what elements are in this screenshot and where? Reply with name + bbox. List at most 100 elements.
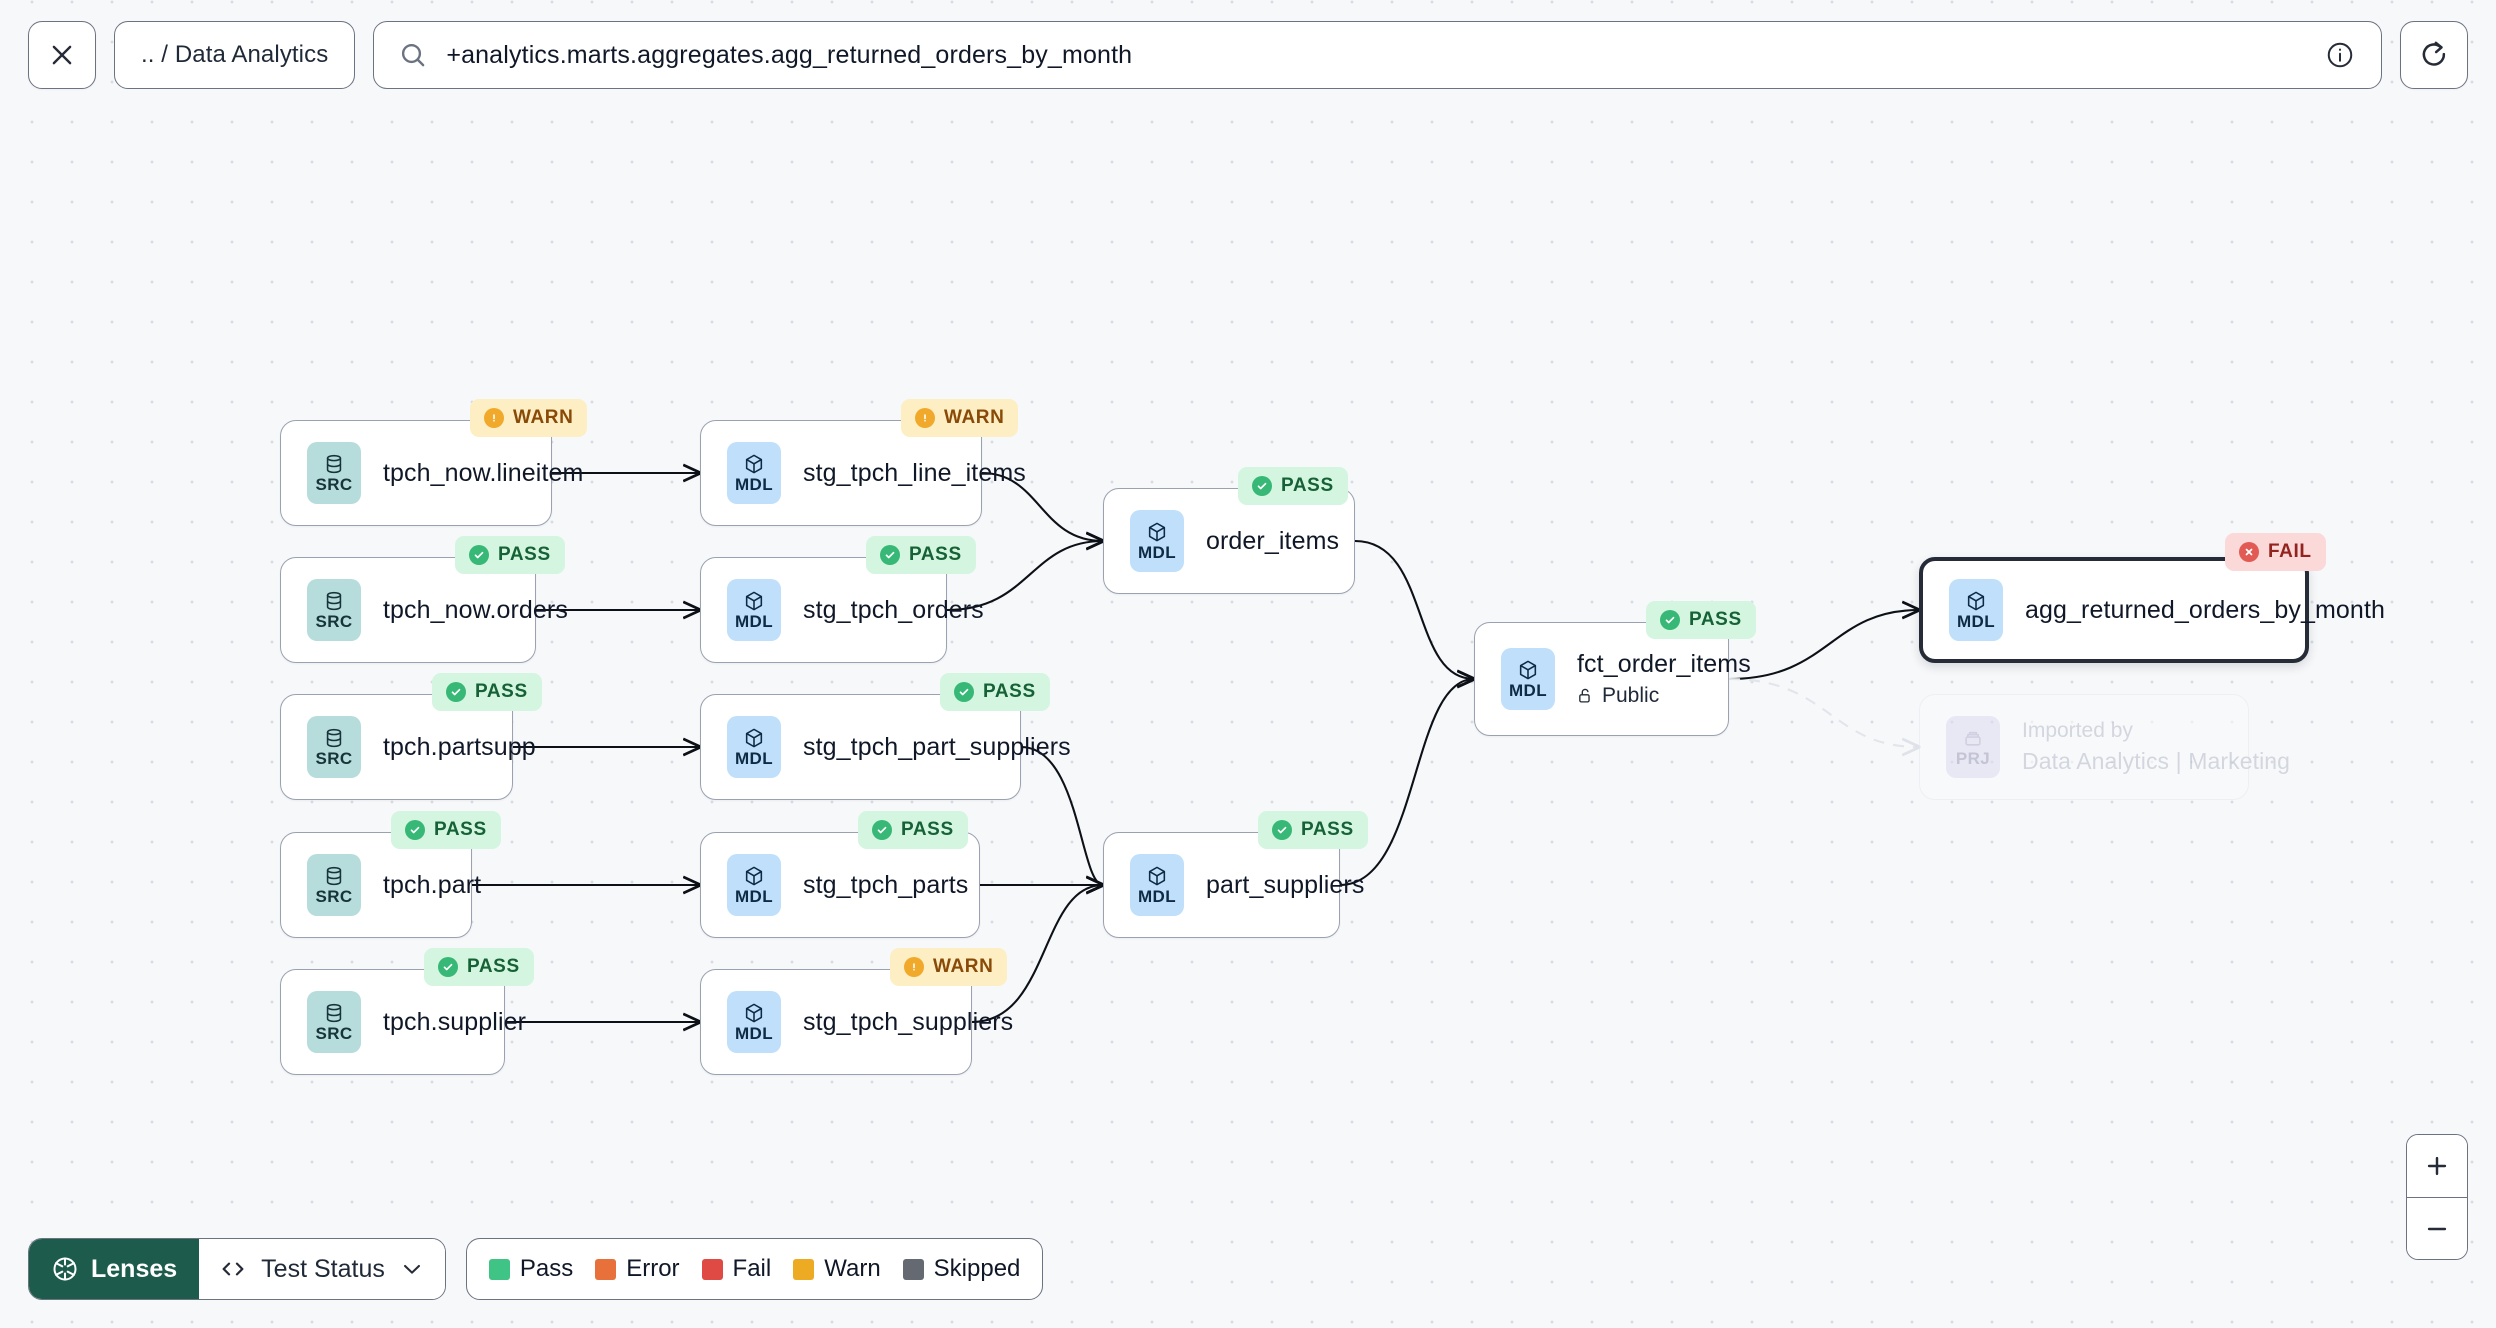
warn-icon (915, 408, 935, 428)
check-icon (880, 545, 900, 565)
chip-label: MDL (734, 1024, 774, 1043)
graph-node[interactable]: SRC tpch_now.lineitem (280, 420, 583, 526)
node-text: tpch.supplier (383, 1008, 526, 1037)
chip-label: MDL (1508, 681, 1548, 700)
node-text: tpch.partsupp (383, 733, 536, 762)
status-badge-pass[interactable]: PASS (1238, 467, 1348, 505)
node-type-chip-mdl: MDL (727, 991, 781, 1053)
node-type-chip-src: SRC (307, 579, 361, 641)
graph-node[interactable]: SRC tpch.partsupp (280, 694, 536, 800)
status-badge-pass[interactable]: PASS (858, 811, 968, 849)
database-icon (326, 591, 342, 611)
graph-node[interactable]: MDL fct_order_items Public (1474, 622, 1751, 736)
status-badge-warn[interactable]: WARN (470, 399, 588, 437)
legend-label: Warn (824, 1255, 881, 1282)
graph-node[interactable]: SRC tpch_now.orders (280, 557, 568, 663)
chip-label: MDL (734, 475, 774, 494)
chip-label: MDL (1137, 543, 1177, 562)
status-badge-pass[interactable]: PASS (1258, 811, 1368, 849)
graph-node[interactable]: MDL part_suppliers (1103, 832, 1365, 938)
node-text: agg_returned_orders_by_month (2025, 595, 2385, 625)
node-type-chip-mdl: MDL (727, 442, 781, 504)
node-title: stg_tpch_orders (803, 595, 984, 624)
node-title: stg_tpch_parts (803, 870, 969, 899)
status-badge-pass[interactable]: PASS (1646, 601, 1756, 639)
status-badge-warn[interactable]: WARN (890, 948, 1008, 986)
chip-label: SRC (315, 887, 353, 906)
graph-node[interactable]: MDL stg_tpch_part_suppliers (700, 694, 1071, 800)
lenses-label: Lenses (91, 1254, 178, 1283)
warn-icon (484, 408, 504, 428)
test-status-dropdown[interactable]: Test Status (199, 1239, 445, 1299)
node-title: tpch_now.orders (383, 595, 568, 624)
status-badge-pass[interactable]: PASS (424, 948, 534, 986)
chip-label: SRC (315, 749, 353, 768)
graph-node[interactable]: MDL stg_tpch_line_items (700, 420, 1026, 526)
graph-node[interactable]: MDL stg_tpch_orders (700, 557, 984, 663)
status-badge-label: WARN (933, 956, 994, 977)
status-badge-pass[interactable]: PASS (432, 673, 542, 711)
node-type-chip-mdl: MDL (1130, 854, 1184, 916)
legend-item-skipped: Skipped (902, 1255, 1020, 1283)
node-type-chip-mdl: MDL (727, 716, 781, 778)
status-badge-pass[interactable]: PASS (391, 811, 501, 849)
aperture-icon (53, 1257, 77, 1281)
breadcrumb[interactable]: .. / Data Analytics (114, 21, 356, 89)
search-input[interactable]: +analytics.marts.aggregates.agg_returned… (373, 21, 2382, 89)
node-text: fct_order_items Public (1577, 650, 1751, 708)
cube-icon (1519, 660, 1537, 680)
cube-icon (1148, 522, 1166, 542)
legend-swatch (793, 1258, 815, 1280)
chip-label: SRC (315, 475, 353, 494)
chip-label: SRC (315, 1024, 353, 1043)
node-title: fct_order_items (1577, 650, 1751, 679)
node-title: part_suppliers (1206, 870, 1365, 899)
node-type-chip-mdl: MDL (727, 579, 781, 641)
database-icon (326, 1003, 342, 1023)
zoom-out-button[interactable] (2407, 1197, 2467, 1259)
node-text: order_items (1206, 527, 1339, 556)
status-badge-fail[interactable]: FAIL (2225, 533, 2326, 571)
graph-node[interactable]: SRC tpch.part (280, 832, 481, 938)
status-badge-pass[interactable]: PASS (940, 673, 1050, 711)
status-badge-label: FAIL (2268, 541, 2312, 562)
node-title: agg_returned_orders_by_month (2025, 595, 2385, 624)
node-type-chip-mdl: MDL (1130, 510, 1184, 572)
database-icon (326, 454, 342, 474)
status-badge-label: PASS (1301, 819, 1354, 840)
graph-node-selected[interactable]: MDL agg_returned_orders_by_month (1919, 557, 2385, 663)
graph-node[interactable]: MDL order_items (1103, 488, 1355, 594)
cube-icon (745, 728, 763, 748)
status-badge-label: PASS (901, 819, 954, 840)
node-type-chip-src: SRC (307, 442, 361, 504)
graph-node[interactable]: SRC tpch.supplier (280, 969, 526, 1075)
graph-node[interactable]: MDL stg_tpch_suppliers (700, 969, 1014, 1075)
refresh-button[interactable] (2400, 21, 2468, 89)
legend-label: Fail (732, 1255, 772, 1282)
lenses-button[interactable]: Lenses (29, 1239, 200, 1299)
node-type-chip-src: SRC (307, 991, 361, 1053)
status-badge-pass[interactable]: PASS (455, 536, 565, 574)
close-button[interactable] (28, 21, 96, 89)
node-title: stg_tpch_part_suppliers (803, 732, 1071, 761)
warn-icon (904, 957, 924, 977)
code-icon (222, 1262, 244, 1276)
node-type-chip-mdl: MDL (1501, 648, 1555, 710)
chip-label: MDL (1956, 612, 1996, 631)
graph-node[interactable]: MDL stg_tpch_parts (700, 832, 980, 938)
zoom-in-button[interactable] (2407, 1135, 2467, 1197)
status-badge-warn[interactable]: WARN (901, 399, 1019, 437)
zoom-controls (2406, 1134, 2468, 1260)
node-visibility-label: Public (1602, 683, 1660, 707)
node-type-chip-src: SRC (307, 854, 361, 916)
node-text: stg_tpch_suppliers (803, 1007, 1014, 1037)
status-badge-pass[interactable]: PASS (866, 536, 976, 574)
database-icon (326, 866, 342, 886)
node-title: stg_tpch_suppliers (803, 1007, 1014, 1036)
node-type-chip-prj: PRJ (1946, 716, 2000, 778)
chip-label: MDL (734, 749, 774, 768)
graph-node-imported-by[interactable]: PRJ Imported by Data Analytics | Marketi… (1919, 694, 2290, 800)
legend-swatch (902, 1258, 924, 1280)
